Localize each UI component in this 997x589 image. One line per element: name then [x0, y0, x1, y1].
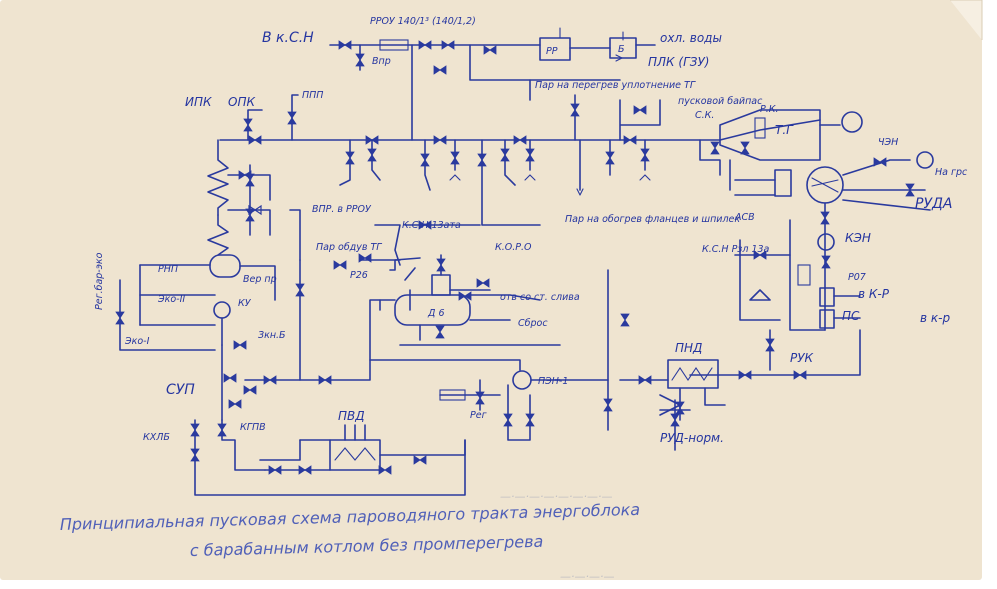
- turbine-group: [699, 109, 934, 211]
- label-rud-norm: РУД-норм.: [660, 431, 724, 445]
- label-sup: СУП: [166, 382, 195, 398]
- label-opk: ОПК: [228, 95, 255, 109]
- label-sk: С.К.: [695, 110, 714, 121]
- label-plk: ПЛК (ГЗУ): [648, 55, 709, 69]
- label-tg: Т.Г: [775, 123, 794, 137]
- label-ko-ro: К.О.Р.О: [495, 242, 532, 253]
- svg-text:—·—·—·—·—·—·—·—: —·—·—·—·—·—·—·—: [500, 490, 612, 503]
- pnd-heater: [619, 359, 726, 421]
- paper-sheet: [0, 0, 982, 580]
- safety-valves: [243, 94, 299, 141]
- label-ku: КУ: [238, 298, 252, 309]
- label-v-kr2: в к-р: [920, 311, 950, 325]
- label-rnp: РНП: [158, 264, 178, 275]
- label-na-grs: На грс: [935, 167, 968, 178]
- drain-branches: [339, 99, 661, 226]
- svg-text:—·—·—·—: —·—·—·—: [560, 570, 615, 583]
- label-v-ksn: В к.С.Н: [262, 30, 314, 46]
- label-ohl-vody: охл. воды: [660, 31, 722, 45]
- label-pvd: ПВД: [338, 409, 365, 423]
- label-p07: Р07: [848, 272, 866, 283]
- label-ken: КЭН: [845, 231, 871, 245]
- label-asv: АСВ: [734, 212, 755, 223]
- label-par-obduv: Пар обдув ТГ: [316, 242, 382, 253]
- label-rk: Р.К.: [760, 104, 779, 115]
- label-pnd: ПНД: [675, 341, 702, 355]
- labels: В к.С.Н РРОУ 140/1³ (140/1,2) Впр РР Б о…: [94, 16, 968, 445]
- label-pen: ПЭН-1: [538, 376, 568, 387]
- label-rrou-top: РРОУ 140/1³ (140/1,2): [370, 16, 476, 27]
- label-puskovoy: пусковой байпас: [678, 96, 763, 107]
- label-rep: Рег: [470, 410, 488, 421]
- label-par-uplot: Пар на перегрев уплотнение ТГ: [535, 80, 696, 91]
- label-rr: РР: [546, 46, 558, 57]
- label-ruk: РУК: [790, 351, 814, 365]
- label-eko2: Эко-II: [157, 294, 185, 305]
- label-d6: Д 6: [427, 308, 445, 319]
- show-through-text: —·—·—·—·—·—·—·— —·—·—·—: [500, 490, 615, 583]
- label-ruda: РУДА: [915, 196, 953, 212]
- label-par-obogrev: Пар на обогрев фланцев и шпилек: [565, 214, 740, 225]
- label-reg-bar: Рег.бар-эко: [94, 252, 105, 310]
- label-otvod: отв со ст. слива: [500, 292, 580, 303]
- label-zkn-b: Зкн.Б: [258, 330, 286, 341]
- label-ver-pr: Вер пр: [243, 274, 277, 285]
- label-chen: ЧЭН: [878, 137, 898, 148]
- label-sbros: Сброс: [518, 318, 548, 329]
- rud-branch: [659, 399, 691, 451]
- label-vpr: Впр: [372, 56, 391, 67]
- label-ksn-side: К.С.Н Рзл 13а: [702, 244, 770, 255]
- label-eko1: Эко-I: [124, 336, 150, 347]
- feed-path: [190, 419, 466, 496]
- label-ipk: ИПК: [185, 95, 212, 109]
- main-steam-line: [219, 119, 821, 145]
- label-b: Б: [618, 44, 625, 55]
- label-ps: ПС: [842, 309, 860, 323]
- label-ksn-13a: К.С.Н.13ата: [402, 220, 461, 231]
- label-r26: Р26: [350, 270, 368, 281]
- condensate-line: [689, 202, 861, 380]
- paper-fold: [950, 0, 983, 40]
- label-kgpv: КГПВ: [240, 422, 266, 433]
- rrou-line: [329, 27, 656, 141]
- label-vpr-rrou: ВПР. в РРОУ: [312, 204, 372, 215]
- label-ppp: ППП: [302, 90, 323, 101]
- label-khlb: КХЛБ: [143, 432, 170, 443]
- deaerator-group: [299, 220, 630, 441]
- label-v-kr1: в К-Р: [858, 287, 890, 301]
